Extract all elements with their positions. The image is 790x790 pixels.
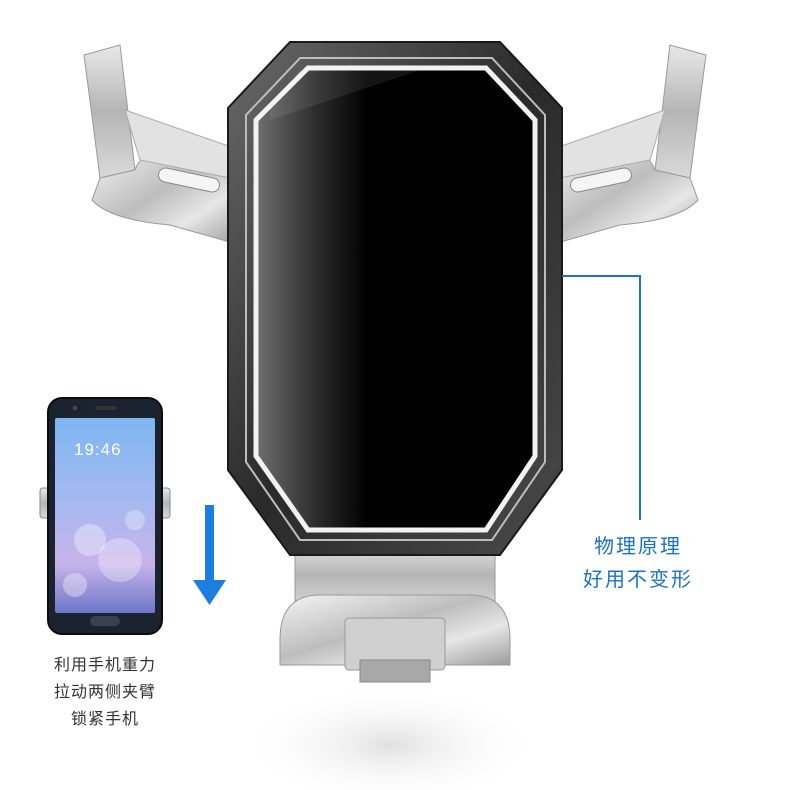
right-caption-line: 物理原理 — [594, 534, 682, 558]
left-clamp-arm — [83, 44, 241, 246]
left-caption: 利用手机重力 拉动两侧夹臂 锁紧手机 — [30, 651, 180, 732]
right-clamp-arm — [549, 44, 707, 246]
callout-line — [562, 275, 641, 520]
bottom-bracket — [279, 539, 511, 683]
phone-clock: 19:46 — [74, 440, 122, 459]
phone-illustration — [39, 397, 171, 635]
left-caption-line: 拉动两侧夹臂 — [53, 682, 156, 701]
right-caption-line: 好用不变形 — [583, 567, 693, 591]
right-caption: 物理原理 好用不变形 — [568, 530, 708, 596]
left-caption-line: 利用手机重力 — [53, 655, 156, 674]
arrow-down-icon — [193, 505, 226, 605]
left-caption-line: 锁紧手机 — [70, 709, 139, 728]
holder-frame — [227, 41, 563, 556]
floor-glow — [240, 685, 540, 790]
